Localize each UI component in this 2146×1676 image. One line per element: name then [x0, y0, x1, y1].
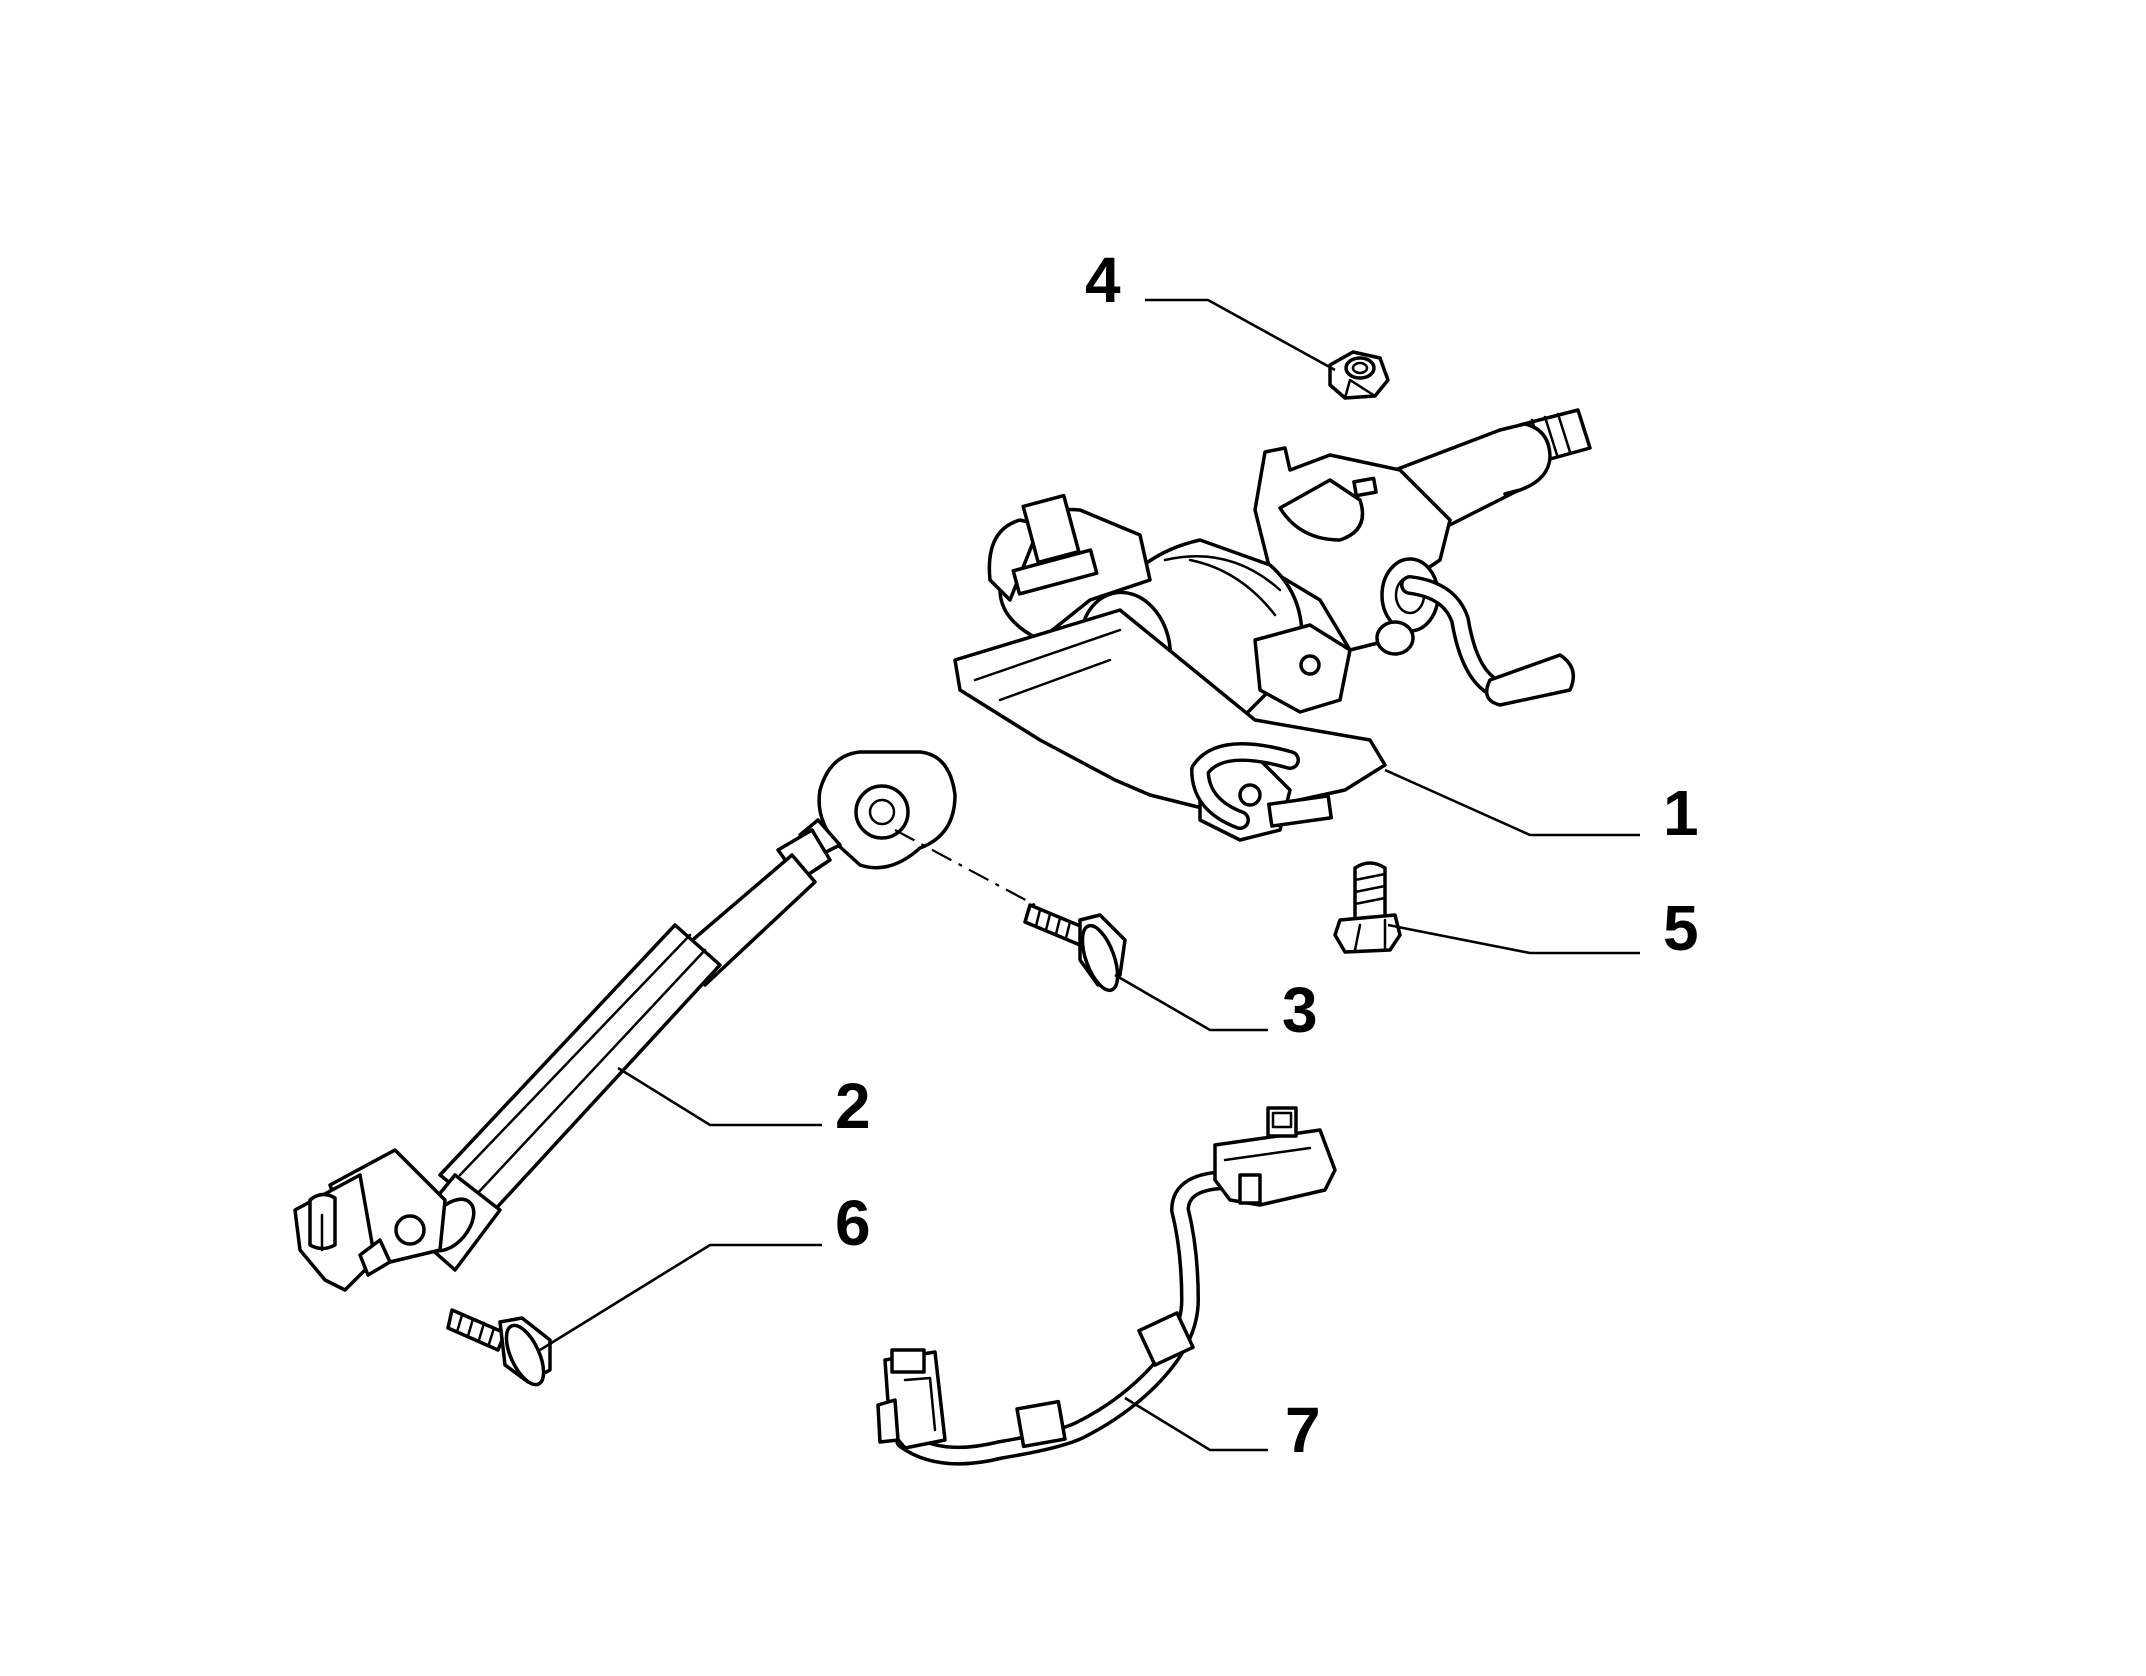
wiring-harness[interactable] [876, 1106, 1337, 1466]
bolt-3[interactable] [1023, 903, 1127, 995]
leader-5 [1387, 923, 1640, 955]
alignment-line [894, 829, 1036, 906]
leader-2 [617, 1066, 822, 1127]
callout-7: 7 [1285, 1394, 1321, 1466]
leader-3 [1114, 973, 1268, 1032]
steering-column-assembly[interactable] [953, 408, 1592, 842]
leader-1 [1384, 768, 1640, 837]
callout-2: 2 [835, 1070, 871, 1142]
bolt-6[interactable] [446, 1308, 552, 1390]
leader-6 [539, 1243, 822, 1352]
leader-7 [1124, 1396, 1268, 1452]
nut-4[interactable] [1328, 350, 1390, 400]
callout-5: 5 [1663, 892, 1699, 964]
intermediate-shaft[interactable] [293, 750, 957, 1292]
callout-1: 1 [1663, 777, 1699, 849]
leader-4 [1145, 298, 1336, 372]
callout-4: 4 [1085, 244, 1121, 316]
callout-6: 6 [835, 1187, 871, 1259]
callout-3: 3 [1282, 974, 1318, 1046]
bolt-5[interactable] [1333, 861, 1402, 954]
